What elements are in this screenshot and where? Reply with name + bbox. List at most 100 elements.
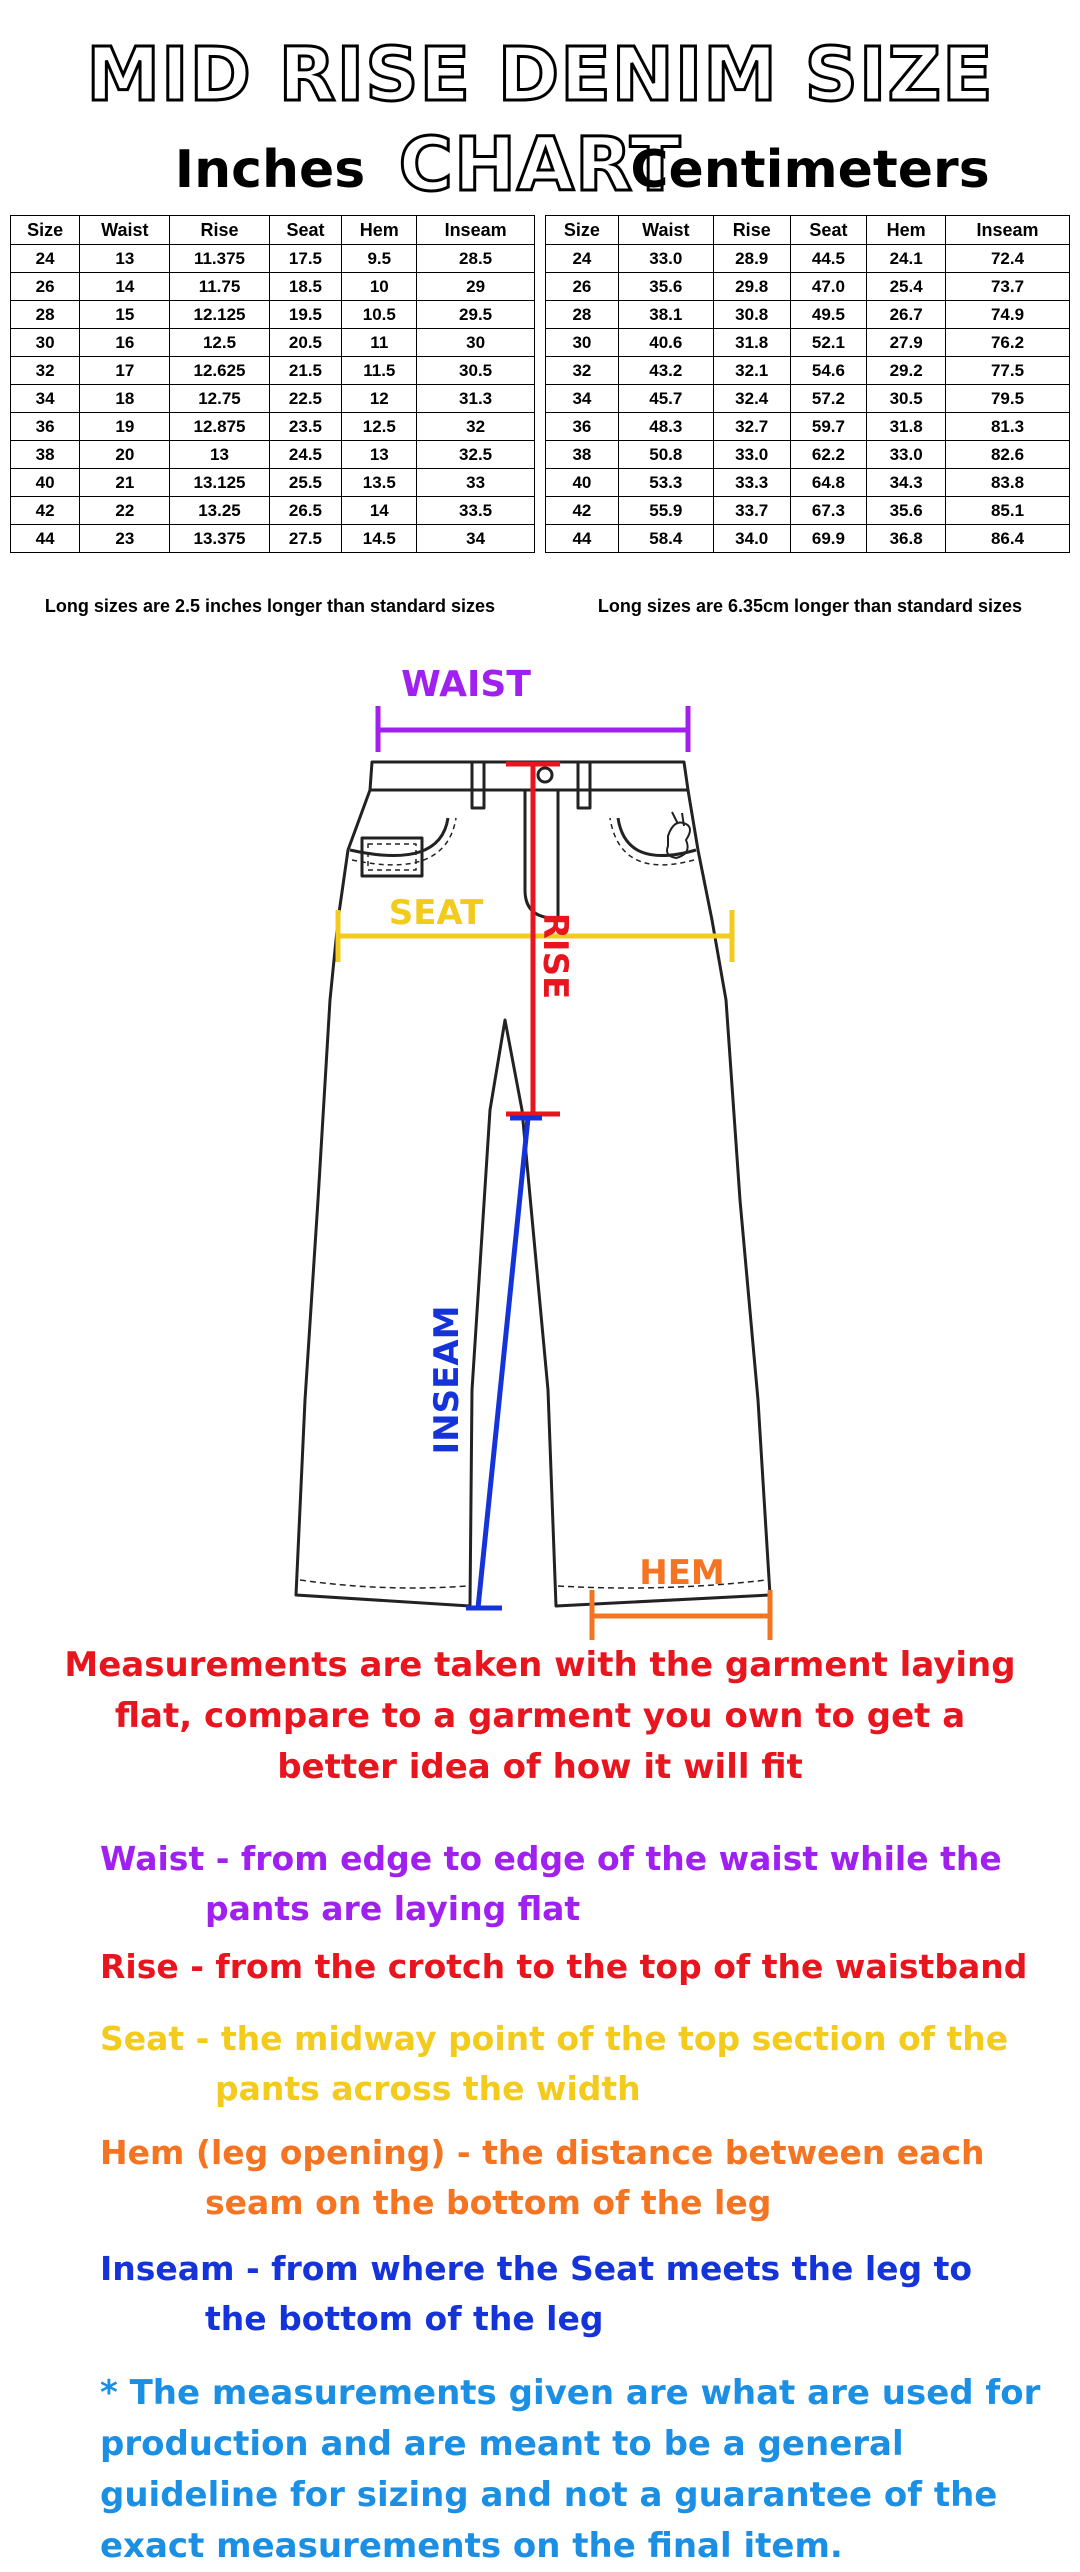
table-cell: 36 bbox=[9, 412, 81, 441]
seat-definition: Seat - the midway point of the top secti… bbox=[100, 2014, 1040, 2114]
table-cell: 12.125 bbox=[169, 300, 270, 329]
table-cell: 9.5 bbox=[341, 244, 418, 273]
table-cell: 36 bbox=[545, 412, 619, 441]
table-cell: 42 bbox=[9, 496, 81, 525]
definition-continuation: seam on the bottom of the leg bbox=[205, 2183, 772, 2222]
table-cell: 35.6 bbox=[866, 496, 946, 525]
table-cell: 55.9 bbox=[617, 496, 714, 525]
table-cell: 31.8 bbox=[712, 328, 791, 357]
table-cell: 34 bbox=[9, 384, 81, 413]
table-cell: 49.5 bbox=[789, 300, 868, 329]
rise-label: RISE bbox=[535, 913, 575, 1000]
table-cell: 21 bbox=[79, 468, 171, 497]
table-cell: 59.7 bbox=[789, 412, 868, 441]
table-cell: 31.3 bbox=[416, 384, 535, 413]
table-cell: 17.5 bbox=[268, 244, 343, 273]
table-cell: 33.7 bbox=[712, 496, 791, 525]
centimeters-long-size-note: Long sizes are 6.35cm longer than standa… bbox=[597, 596, 1023, 616]
table-cell: 48.3 bbox=[617, 412, 714, 441]
table-cell: 38 bbox=[545, 440, 619, 469]
table-cell: 47.0 bbox=[789, 272, 868, 301]
table-cell: 72.4 bbox=[944, 244, 1071, 273]
table-cell: 40 bbox=[545, 468, 619, 497]
table-cell: 11.75 bbox=[169, 272, 270, 301]
table-cell: 85.1 bbox=[944, 496, 1071, 525]
table-cell: 77.5 bbox=[944, 356, 1071, 385]
table-cell: 12 bbox=[341, 384, 418, 413]
table-cell: 31.8 bbox=[866, 412, 946, 441]
table-cell: 79.5 bbox=[944, 384, 1071, 413]
table-cell: 42 bbox=[545, 496, 619, 525]
table-cell: 17 bbox=[79, 356, 171, 385]
inches-long-size-note: Long sizes are 2.5 inches longer than st… bbox=[44, 596, 496, 616]
table-cell: 76.2 bbox=[944, 328, 1071, 357]
column-header: Hem bbox=[866, 215, 946, 245]
table-cell: 26.7 bbox=[866, 300, 946, 329]
table-cell: 29.8 bbox=[712, 272, 791, 301]
table-cell: 24 bbox=[9, 244, 81, 273]
column-header: Inseam bbox=[416, 215, 535, 245]
table-cell: 36.8 bbox=[866, 524, 946, 553]
table-cell: 20.5 bbox=[268, 328, 343, 357]
centimeters-heading: Centimeters bbox=[630, 140, 990, 200]
table-cell: 30 bbox=[545, 328, 619, 357]
table-cell: 24.1 bbox=[866, 244, 946, 273]
column-header: Seat bbox=[789, 215, 868, 245]
table-cell: 54.6 bbox=[789, 356, 868, 385]
table-cell: 21.5 bbox=[268, 356, 343, 385]
inseam-label: INSEAM bbox=[427, 1306, 467, 1455]
hem-definition: Hem (leg opening) - the distance between… bbox=[100, 2128, 1040, 2228]
table-cell: 12.875 bbox=[169, 412, 270, 441]
table-cell: 67.3 bbox=[789, 496, 868, 525]
table-cell: 18 bbox=[79, 384, 171, 413]
waist-definition: Waist - from edge to edge of the waist w… bbox=[100, 1834, 1040, 1934]
table-cell: 44 bbox=[9, 524, 81, 553]
table-cell: 19 bbox=[79, 412, 171, 441]
table-cell: 45.7 bbox=[617, 384, 714, 413]
table-cell: 32 bbox=[545, 356, 619, 385]
definition-first-line: Seat - the midway point of the top secti… bbox=[100, 2019, 1009, 2058]
table-cell: 50.8 bbox=[617, 440, 714, 469]
table-cell: 11.375 bbox=[169, 244, 270, 273]
definition-continuation: the bottom of the leg bbox=[205, 2299, 604, 2338]
column-header: Hem bbox=[341, 215, 418, 245]
table-cell: 18.5 bbox=[268, 272, 343, 301]
table-cell: 86.4 bbox=[944, 524, 1071, 553]
table-cell: 11.5 bbox=[341, 356, 418, 385]
table-cell: 44.5 bbox=[789, 244, 868, 273]
seat-label: SEAT bbox=[389, 893, 484, 933]
table-cell: 32 bbox=[9, 356, 81, 385]
measurement-instructions: Measurements are taken with the garment … bbox=[64, 1645, 1016, 1787]
table-cell: 23.5 bbox=[268, 412, 343, 441]
table-cell: 58.4 bbox=[617, 524, 714, 553]
table-cell: 10.5 bbox=[341, 300, 418, 329]
table-cell: 23 bbox=[79, 524, 171, 553]
table-cell: 13 bbox=[341, 440, 418, 469]
table-cell: 38 bbox=[9, 440, 81, 469]
table-cell: 12.75 bbox=[169, 384, 270, 413]
table-cell: 33 bbox=[416, 468, 535, 497]
table-cell: 29.5 bbox=[416, 300, 535, 329]
definition-first-line: Hem (leg opening) - the distance between… bbox=[100, 2133, 985, 2172]
table-cell: 43.2 bbox=[617, 356, 714, 385]
table-cell: 33.0 bbox=[712, 440, 791, 469]
column-header: Seat bbox=[268, 215, 343, 245]
table-cell: 19.5 bbox=[268, 300, 343, 329]
table-cell: 11 bbox=[341, 328, 418, 357]
table-cell: 28 bbox=[545, 300, 619, 329]
definition-continuation: pants across the width bbox=[215, 2069, 641, 2108]
definition-continuation: pants are laying flat bbox=[205, 1889, 581, 1928]
